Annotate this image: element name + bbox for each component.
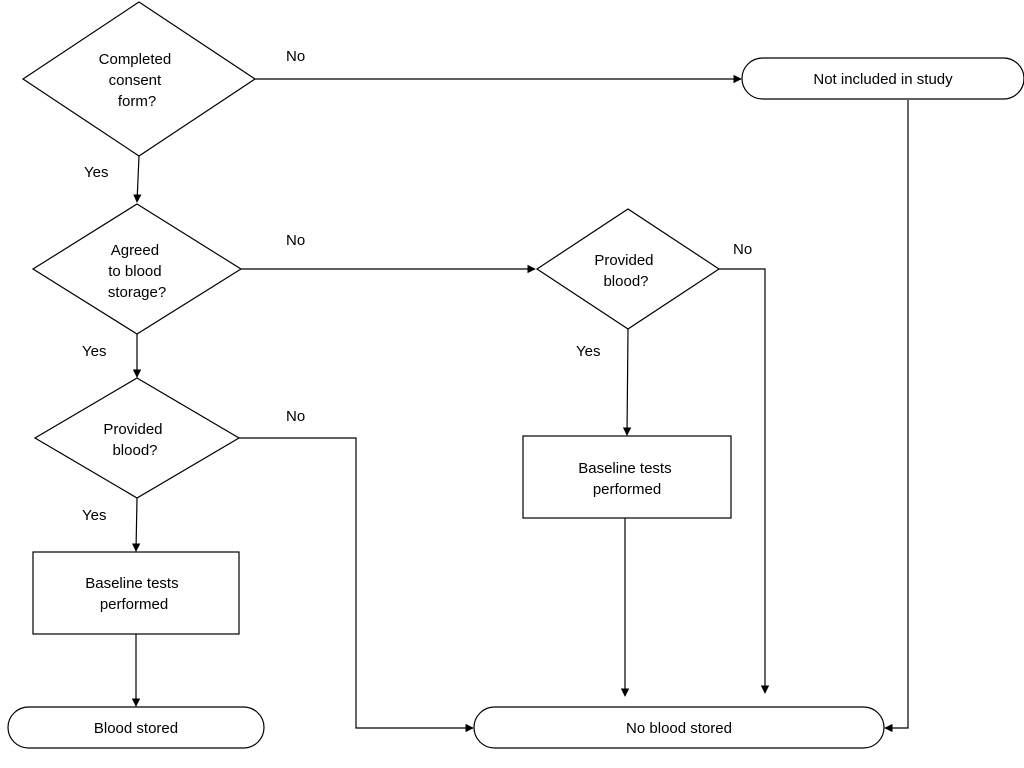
label-provided-left-no: No — [286, 408, 305, 425]
edge-provided-left-no — [239, 437, 474, 733]
label-provided-right-no: No — [733, 241, 752, 258]
decision-consent: Completed consent form? — [21, 1, 257, 157]
decision-provided-left-line-1: Provided — [103, 421, 162, 438]
terminal-not-included: Not included in study — [741, 57, 1024, 100]
svg-text:Baseline tests performed: Baseline tests performed — [578, 460, 676, 498]
decision-provided-left: Provided blood? — [33, 377, 241, 499]
terminal-no-blood-stored-label: No blood stored — [626, 720, 732, 737]
decision-storage-line-2: to blood — [108, 263, 161, 280]
edge-not-included-none — [884, 100, 909, 733]
terminal-no-blood-stored: No blood stored — [473, 706, 885, 749]
label-consent-no: No — [286, 48, 305, 65]
decision-storage-line-3: storage? — [108, 284, 166, 301]
process-baseline-right: Baseline tests performed — [522, 435, 732, 519]
process-baseline-left-line-2: performed — [100, 596, 168, 613]
edges — [131, 74, 909, 733]
decision-consent-line-2: consent — [109, 72, 162, 89]
svg-text:Agreed to blood st: Agreed to blood storage? — [108, 242, 166, 301]
terminal-blood-stored-label: Blood stored — [94, 720, 178, 737]
edge-provided-right-no — [719, 268, 770, 694]
process-baseline-right-line-1: Baseline tests — [578, 460, 671, 477]
label-consent-yes: Yes — [84, 164, 108, 181]
label-storage-yes: Yes — [82, 343, 106, 360]
edge-provided-right-yes — [622, 328, 632, 436]
decision-provided-right-line-2: blood? — [603, 273, 648, 290]
svg-text:Completed consent: Completed consent form? — [99, 51, 176, 110]
label-provided-left-yes: Yes — [82, 507, 106, 524]
svg-text:Provided blood?: Provided blood? — [103, 421, 166, 459]
decision-provided-left-line-2: blood? — [112, 442, 157, 459]
process-baseline-right-line-2: performed — [593, 481, 661, 498]
decision-provided-right-line-1: Provided — [594, 252, 653, 269]
label-storage-no: No — [286, 232, 305, 249]
decision-storage: Agreed to blood storage? — [31, 203, 243, 335]
terminal-not-included-label: Not included in study — [813, 71, 953, 88]
decision-storage-line-1: Agreed — [111, 242, 159, 259]
decision-provided-right: Provided blood? — [535, 208, 721, 330]
svg-text:Baseline tests performed: Baseline tests performed — [85, 575, 183, 613]
label-provided-right-yes: Yes — [576, 343, 600, 360]
svg-text:Provided blood?: Provided blood? — [594, 252, 657, 290]
edge-consent-yes — [133, 155, 142, 203]
edge-provided-left-yes — [131, 497, 141, 552]
process-baseline-left: Baseline tests performed — [32, 551, 240, 635]
decision-consent-line-3: form? — [118, 93, 156, 110]
process-baseline-left-line-1: Baseline tests — [85, 575, 178, 592]
terminal-blood-stored: Blood stored — [7, 706, 265, 749]
decision-consent-line-1: Completed — [99, 51, 172, 68]
edge-labels: No Yes No Yes No Yes No Yes — [82, 48, 752, 524]
